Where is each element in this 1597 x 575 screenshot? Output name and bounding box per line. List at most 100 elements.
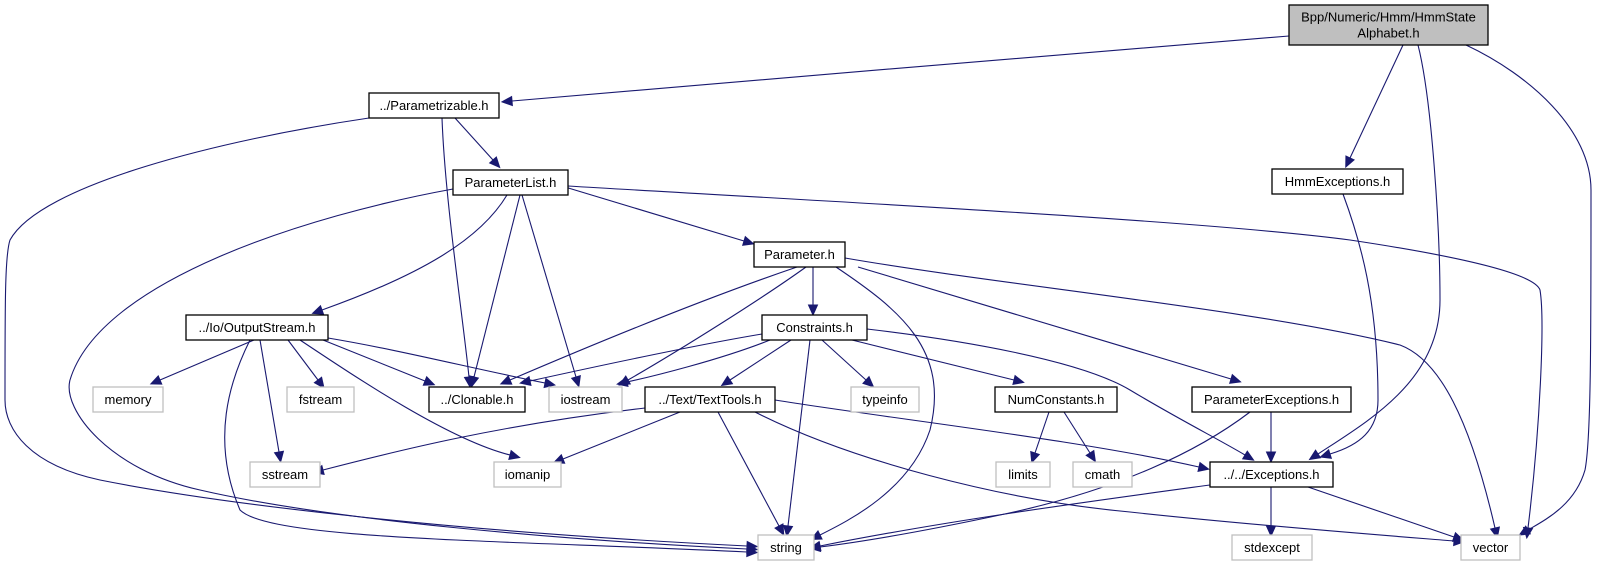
edge-line [844, 257, 1496, 529]
edge-parameter-to-clonable [499, 266, 798, 385]
edge-outputstream-to-sstream [259, 339, 285, 464]
arrowhead-icon [499, 374, 513, 385]
node-label: ../Parametrizable.h [379, 98, 488, 113]
edge-line [322, 339, 426, 382]
edge-parameterlist-to-clonable [469, 194, 521, 388]
arrowhead-icon [1265, 525, 1277, 538]
node-box [185, 314, 329, 341]
node-parameter[interactable]: Parameter.h [753, 241, 846, 268]
node-parametrizable[interactable]: ../Parametrizable.h [368, 92, 500, 119]
edges-layer [4, 35, 1592, 558]
edge-line [1063, 411, 1091, 454]
arrowhead-icon [1197, 461, 1210, 473]
arrowhead-icon [741, 235, 755, 246]
arrowhead-icon [1229, 373, 1242, 384]
edge-outputstream-to-clonable [322, 339, 436, 386]
arrowhead-icon [720, 375, 734, 387]
node-exceptions[interactable]: ../../Exceptions.h [1209, 461, 1334, 488]
node-box [1072, 461, 1133, 488]
edge-exceptions-to-stdexcept [1265, 487, 1277, 538]
arrowhead-icon [862, 375, 875, 388]
arrowhead-icon [508, 449, 521, 460]
edge-constraints-to-exceptions [866, 328, 1255, 461]
edge-line [529, 333, 763, 382]
edge-parametrizable-to-string [4, 117, 759, 552]
arrowhead-icon [782, 524, 794, 538]
edge-line [509, 266, 798, 381]
edge-line [564, 186, 745, 242]
edge-texttools-to-exceptions [774, 399, 1210, 473]
node-label: Parameter.h [764, 247, 835, 262]
node-label: sstream [262, 467, 308, 482]
node-label: Bpp/Numeric/Hmm/HmmState [1301, 10, 1476, 25]
node-hmmexceptions[interactable]: HmmExceptions.h [1271, 168, 1404, 195]
arrowhead-icon [543, 377, 556, 389]
edge-line [299, 339, 511, 456]
arrowhead-icon [1345, 155, 1355, 169]
edge-outputstream-to-string [224, 339, 759, 558]
node-box [994, 386, 1118, 413]
arrowhead-icon [774, 523, 785, 536]
node-clonable[interactable]: ../Clonable.h [428, 386, 526, 413]
node-box [995, 461, 1051, 488]
node-paramexceptions[interactable]: ParameterExceptions.h [1191, 386, 1352, 413]
arrowhead-icon [1241, 450, 1255, 461]
edge-line [68, 188, 748, 550]
edge-constraints-to-numconstants [851, 339, 1025, 385]
node-box [249, 461, 321, 488]
edge-parameterlist-to-parameter [564, 186, 755, 246]
edge-constraints-to-texttools [720, 339, 792, 387]
edge-line [1317, 44, 1441, 455]
edge-outputstream-to-iomanip [299, 339, 521, 460]
node-memory: memory [92, 386, 164, 413]
node-parameterlist[interactable]: ParameterList.h [452, 169, 569, 196]
node-box [1271, 168, 1404, 195]
edge-line [287, 339, 319, 381]
edge-line [321, 194, 508, 311]
edge-line [562, 411, 681, 460]
arrowhead-icon [311, 304, 325, 315]
node-constraints[interactable]: Constraints.h [761, 314, 868, 341]
node-box [368, 92, 500, 119]
edge-line [454, 117, 494, 161]
node-box [753, 241, 846, 268]
node-string: string [757, 534, 815, 561]
arrowhead-icon [422, 375, 436, 386]
node-box [428, 386, 526, 413]
edge-outputstream-to-iostream [327, 337, 556, 389]
edge-line [1349, 44, 1404, 159]
edge-root-to-vector [1465, 44, 1592, 536]
arrowhead-icon [1308, 449, 1322, 461]
node-box [1231, 534, 1313, 561]
node-fstream: fstream [286, 386, 355, 413]
edge-numconstants-to-cmath [1063, 411, 1097, 463]
arrowhead-icon [807, 304, 819, 317]
edge-line [1307, 486, 1455, 538]
node-label: stdexcept [1244, 540, 1300, 555]
arrowhead-icon [1030, 450, 1041, 464]
node-label: ../Io/OutputStream.h [198, 320, 315, 335]
edge-line [441, 117, 470, 378]
node-label: iomanip [505, 467, 551, 482]
edge-texttools-to-iomanip [552, 411, 681, 464]
node-stdexcept: stdexcept [1231, 534, 1313, 561]
edge-line [4, 117, 748, 547]
node-outputstream[interactable]: ../Io/OutputStream.h [185, 314, 329, 341]
node-label: NumConstants.h [1008, 392, 1105, 407]
arrowhead-icon [1522, 526, 1534, 540]
node-box [761, 314, 868, 341]
node-label: ../Clonable.h [441, 392, 514, 407]
node-label: ../../Exceptions.h [1223, 467, 1319, 482]
node-box [1209, 461, 1334, 488]
arrowhead-icon [149, 374, 163, 385]
node-sstream: sstream [249, 461, 321, 488]
node-numconstants[interactable]: NumConstants.h [994, 386, 1118, 413]
arrowhead-icon [1265, 451, 1277, 464]
node-texttools[interactable]: ../Text/TextTools.h [644, 386, 776, 413]
edge-line [224, 339, 748, 553]
edge-constraints-to-clonable [519, 333, 763, 387]
node-label: vector [1473, 540, 1509, 555]
